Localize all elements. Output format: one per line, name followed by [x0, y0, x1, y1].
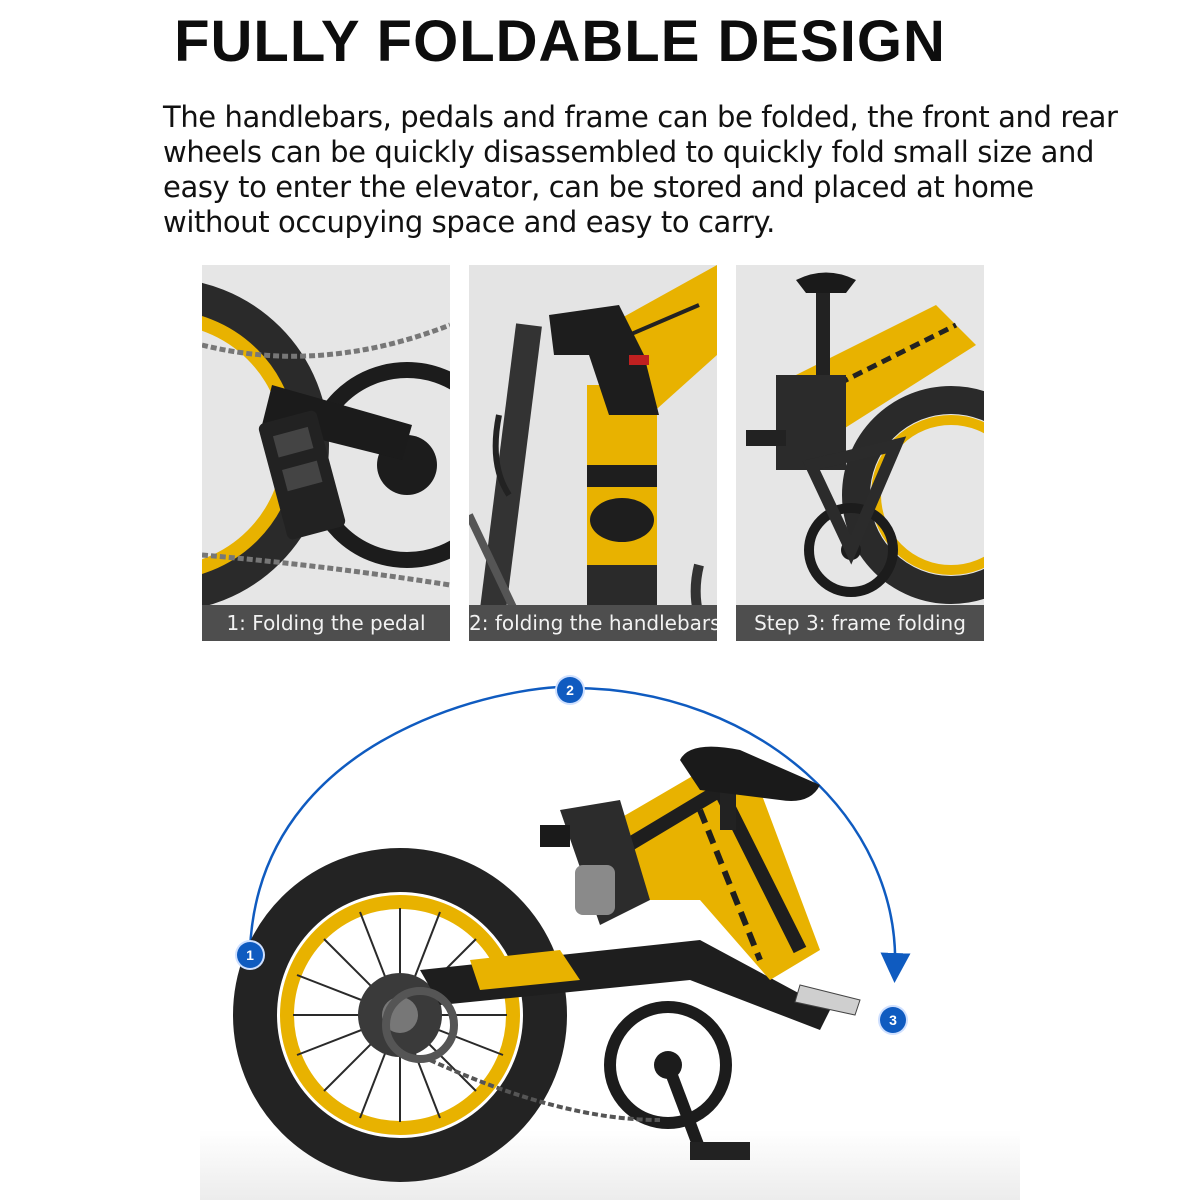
fold-marker-3: 3	[880, 1007, 906, 1033]
description-text: The handlebars, pedals and frame can be …	[163, 100, 1118, 239]
page-title: FULLY FOLDABLE DESIGN	[174, 9, 946, 74]
pedal-photo-icon	[202, 265, 450, 641]
handlebar-stem-photo-icon	[469, 265, 717, 641]
step-panel-pedal: 1: Folding the pedal	[202, 265, 450, 641]
step-panel-frame: Step 3: frame folding	[736, 265, 984, 641]
fold-marker-1: 1	[237, 942, 263, 968]
fold-marker-2: 2	[557, 677, 583, 703]
step-caption: Step 3: frame folding	[736, 605, 984, 641]
step-caption: 1: Folding the pedal	[202, 605, 450, 641]
step-caption: 2: folding the handlebars	[469, 605, 717, 641]
folded-bike-photo-icon	[736, 265, 984, 641]
step-panel-handlebars: 2: folding the handlebars	[469, 265, 717, 641]
folded-ebike-photo-icon	[0, 650, 1200, 1200]
fold-diagram: 1 2 3	[0, 650, 1200, 1200]
